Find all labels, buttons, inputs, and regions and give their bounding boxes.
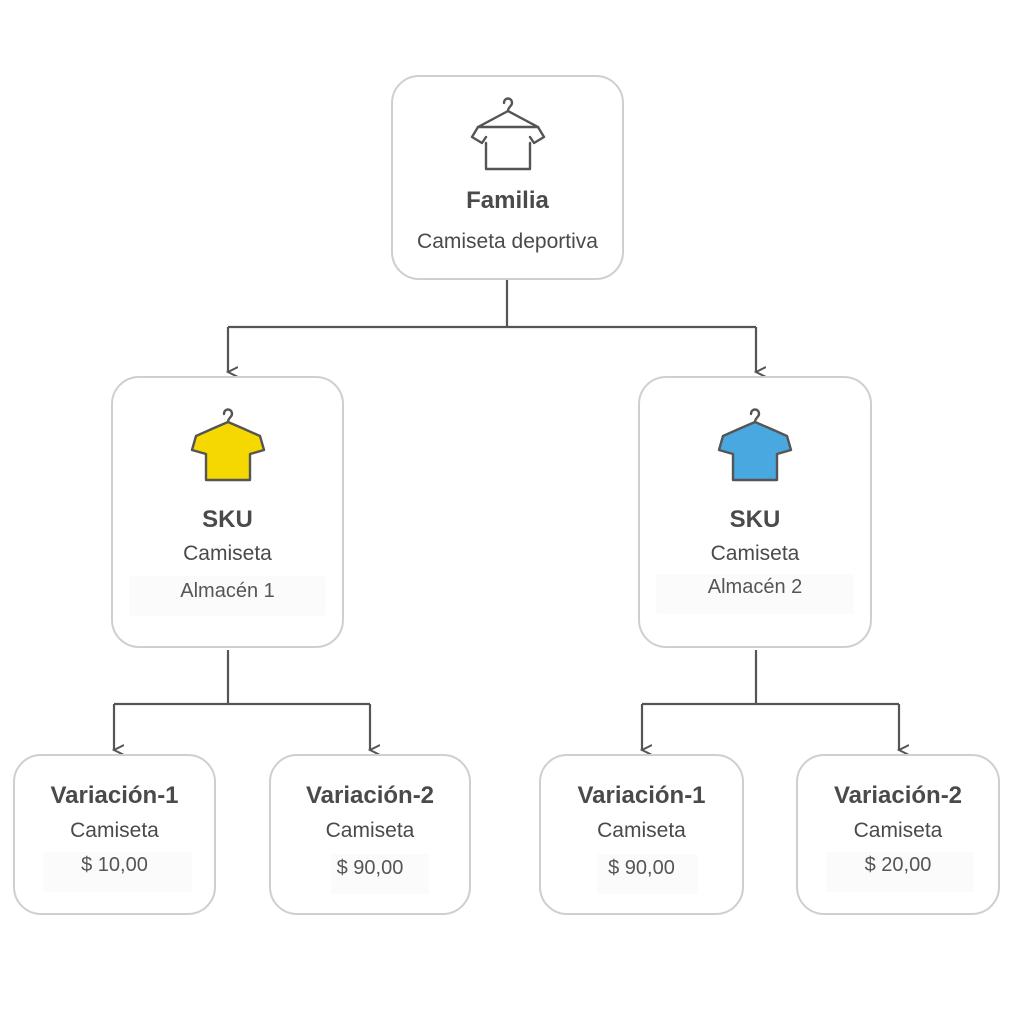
variation-2-1-name: Camiseta — [597, 819, 686, 842]
variation-1-2-name: Camiseta — [325, 819, 415, 842]
variation-node-2-2: Variación-2 Camiseta $ 20,00 — [796, 754, 1000, 915]
sku-node-2: SKU Camiseta Almacén 2 — [638, 376, 872, 648]
sku-2-warehouse: Almacén 2 — [707, 576, 803, 598]
variation-2-1-price: $ 90,00 — [608, 857, 675, 879]
familia-node: Familia Camiseta deportiva — [391, 75, 624, 280]
variation-1-2-price: $ 90,00 — [336, 857, 404, 879]
sku-2-name: Camiseta — [710, 542, 800, 565]
variation-1-2-title: Variación-2 — [305, 782, 435, 809]
variation-2-2-name: Camiseta — [853, 819, 943, 842]
variation-node-2-1: Variación-1 Camiseta $ 90,00 — [539, 754, 744, 915]
hanger-shirt-outline-icon — [470, 97, 545, 171]
variation-node-1-1: Variación-1 Camiseta $ 10,00 — [13, 754, 216, 915]
variation-2-2-title: Variación-2 — [833, 782, 963, 809]
variation-1-1-price: $ 10,00 — [81, 854, 148, 876]
blue-shirt-icon — [717, 408, 793, 482]
sku-2-title: SKU — [729, 506, 781, 533]
variation-2-2-price: $ 20,00 — [864, 854, 932, 876]
familia-subtitle: Camiseta deportiva — [417, 230, 598, 253]
sku-node-1: SKU Camiseta Almacén 1 — [111, 376, 344, 648]
sku-1-warehouse: Almacén 1 — [180, 580, 275, 602]
variation-node-1-2: Variación-2 Camiseta $ 90,00 — [269, 754, 471, 915]
sku-1-name: Camiseta — [183, 542, 272, 565]
sku-1-title: SKU — [202, 506, 253, 533]
familia-title: Familia — [466, 187, 549, 214]
variation-1-1-name: Camiseta — [70, 819, 159, 842]
yellow-shirt-icon — [190, 408, 265, 482]
variation-2-1-title: Variación-1 — [577, 782, 706, 809]
variation-1-1-title: Variación-1 — [50, 782, 179, 809]
